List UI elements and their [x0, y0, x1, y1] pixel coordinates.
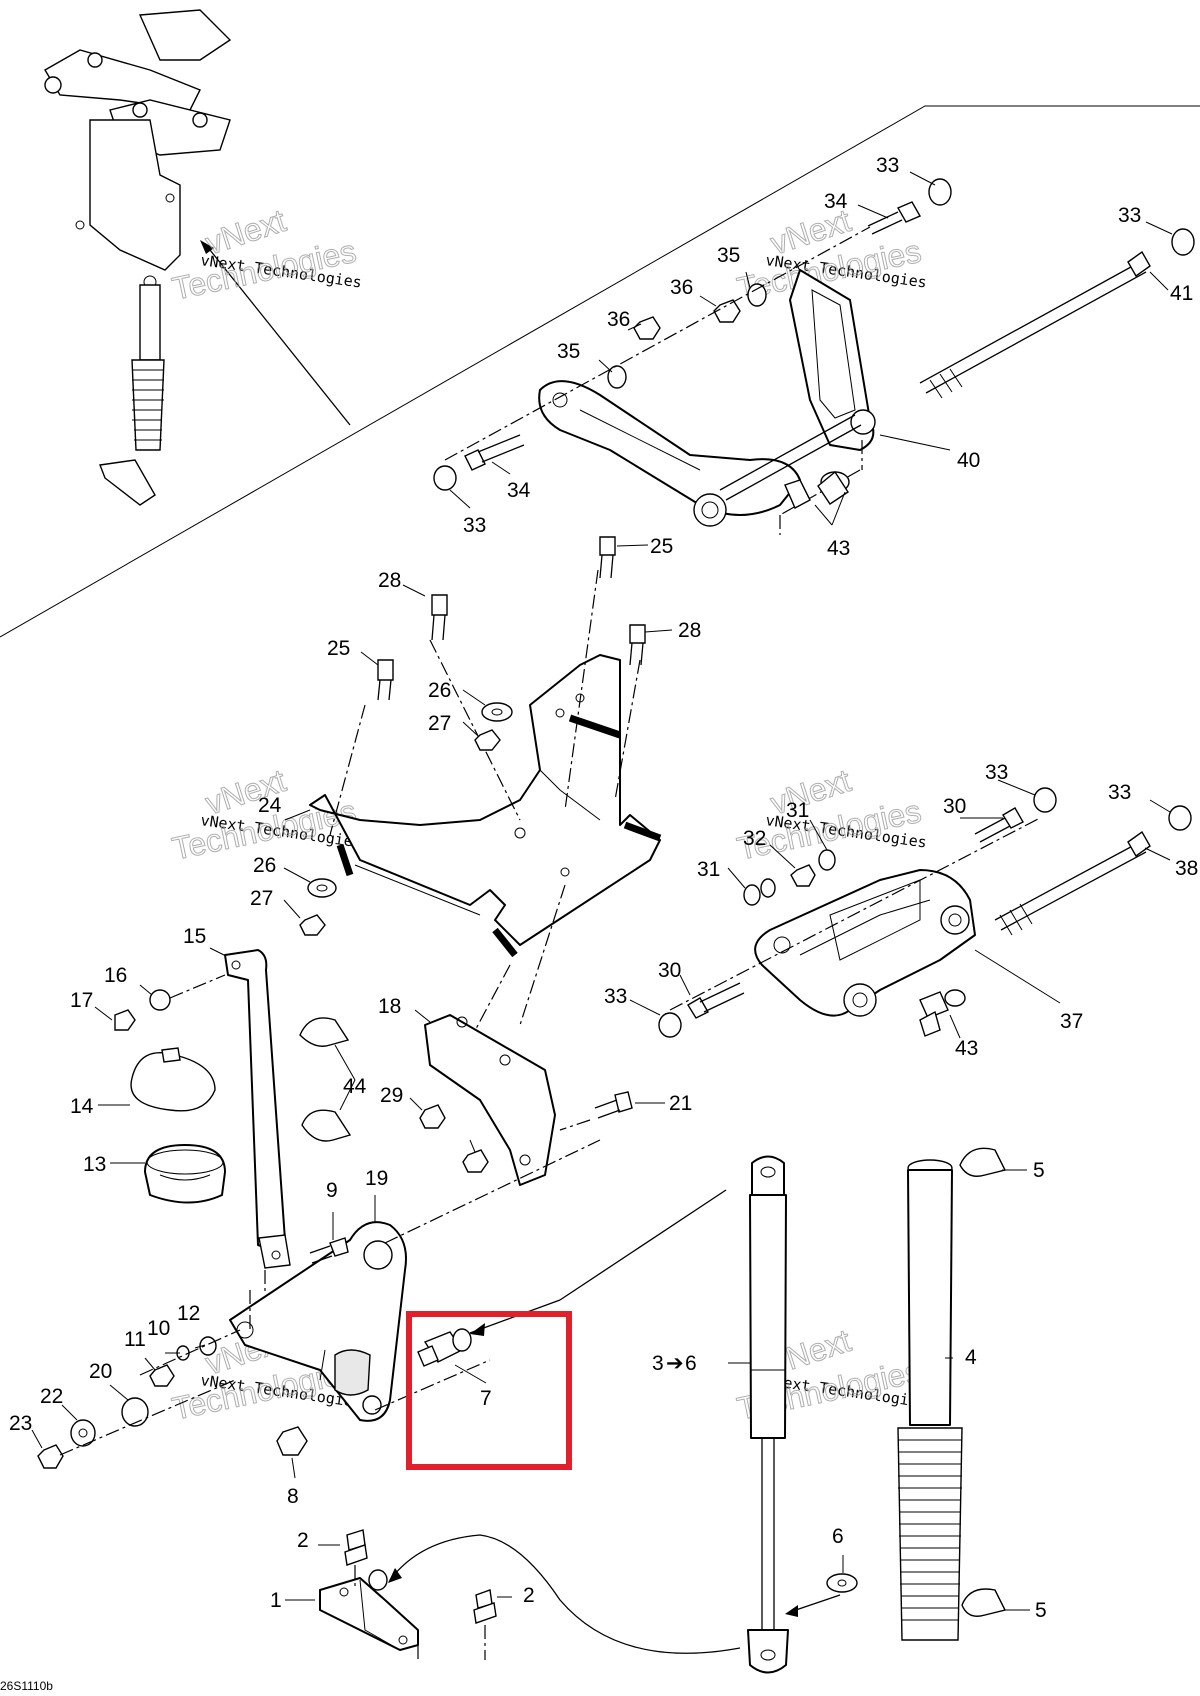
callout-34: 34	[507, 479, 531, 502]
callout-10: 10	[147, 1317, 170, 1340]
ball-stud-7	[406, 1189, 727, 1470]
callout-27: 27	[250, 887, 273, 910]
gas-spring	[747, 1155, 858, 1674]
lever-plate	[37, 1139, 601, 1469]
callout-25: 25	[650, 535, 673, 558]
callout-11: 11	[124, 1328, 146, 1351]
callout-40: 40	[957, 449, 980, 472]
callout-18: 18	[378, 995, 401, 1018]
upper-arm-assembly	[538, 250, 1151, 535]
callout-labels: 33 33 34 41 35 36 36 35 40 34 33 43 25 2…	[9, 154, 1198, 1622]
callout-36: 36	[607, 308, 630, 331]
callout-2: 2	[297, 1529, 309, 1552]
section-divider	[0, 105, 1200, 638]
mount-plate	[419, 1014, 633, 1186]
callout-33: 33	[876, 154, 899, 177]
callout-17: 17	[70, 989, 93, 1012]
callout-3: 3	[652, 1352, 664, 1375]
callout-33: 33	[463, 514, 486, 537]
callout-24: 24	[258, 794, 282, 817]
callout-4: 4	[965, 1346, 977, 1369]
callout-28: 28	[378, 569, 401, 592]
callout-33: 33	[1118, 204, 1141, 227]
callout-30: 30	[943, 795, 966, 818]
diagram-code: 26S1110b	[0, 1679, 53, 1693]
callout-36: 36	[670, 276, 693, 299]
callout-38: 38	[1175, 857, 1198, 880]
callout-35: 35	[557, 340, 580, 363]
callout-43: 43	[827, 537, 850, 560]
callout-3-arrow: ➔	[666, 1352, 684, 1375]
callout-5: 5	[1033, 1159, 1045, 1182]
callout-5: 5	[1035, 1599, 1047, 1622]
callout-6: 6	[832, 1525, 844, 1548]
callout-23: 23	[9, 1412, 32, 1435]
callout-7: 7	[480, 1387, 492, 1410]
callout-43: 43	[955, 1037, 978, 1060]
shock-absorber	[897, 1147, 1007, 1641]
callout-31: 31	[786, 799, 809, 822]
callout-34: 34	[824, 190, 848, 213]
callout-31: 31	[697, 858, 720, 881]
bracket-plate	[309, 569, 662, 1041]
callout-27: 27	[428, 712, 451, 735]
callout-29: 29	[380, 1084, 403, 1107]
lever-rod	[114, 949, 352, 1295]
callout-22: 22	[40, 1385, 63, 1408]
callout-14: 14	[70, 1095, 94, 1118]
callout-12: 12	[177, 1302, 200, 1325]
callout-33: 33	[985, 761, 1008, 784]
callout-2: 2	[523, 1584, 535, 1607]
callout-19: 19	[365, 1167, 388, 1190]
callout-9: 9	[326, 1179, 338, 1202]
callout-35: 35	[717, 244, 740, 267]
upper-hardware	[433, 178, 1195, 509]
callout-16: 16	[104, 964, 127, 987]
callout-8: 8	[287, 1485, 299, 1508]
callout-30: 30	[658, 959, 681, 982]
callout-25: 25	[327, 637, 350, 660]
callout-37: 37	[1060, 1010, 1083, 1033]
bracket-hardware	[299, 536, 646, 936]
callout-33: 33	[604, 985, 627, 1008]
callout-15: 15	[183, 925, 206, 948]
callout-44: 44	[343, 1075, 367, 1098]
callout-26: 26	[253, 854, 276, 877]
callout-21: 21	[669, 1092, 692, 1115]
callout-32: 32	[743, 827, 766, 850]
callout-6: 6	[685, 1352, 697, 1375]
leader-lines	[31, 171, 1173, 1611]
base-bracket	[319, 1529, 741, 1660]
callout-13: 13	[83, 1153, 106, 1176]
highlight-box	[406, 1311, 572, 1470]
callout-26: 26	[428, 679, 451, 702]
lower-arm-assembly	[658, 787, 1192, 1038]
callout-20: 20	[89, 1360, 112, 1383]
assembly-thumbnail	[44, 9, 351, 506]
callout-41: 41	[1170, 282, 1193, 305]
callout-1: 1	[270, 1589, 282, 1612]
callout-33: 33	[1108, 781, 1131, 804]
callout-28: 28	[678, 619, 701, 642]
